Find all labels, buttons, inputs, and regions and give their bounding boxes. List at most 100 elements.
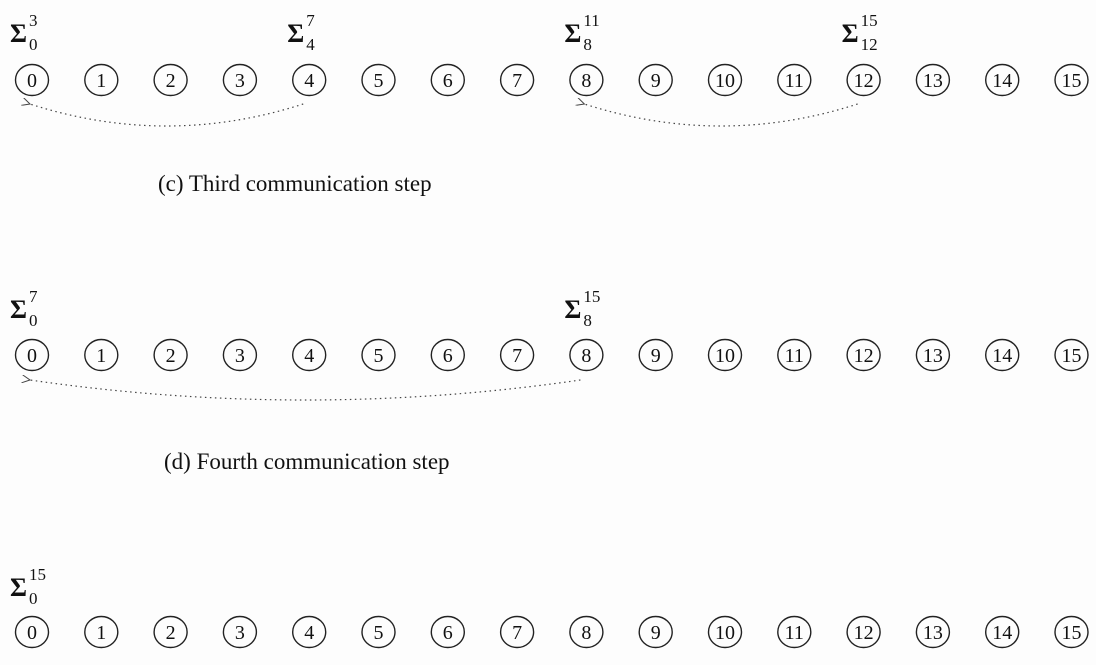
node-1: 1: [84, 63, 119, 97]
arrow-4-to-0: [30, 104, 304, 127]
node-label: 7: [512, 345, 522, 367]
node-circle: [1054, 338, 1089, 372]
node-circle: [499, 615, 535, 649]
node-label: 10: [715, 70, 735, 92]
node-label: 1: [96, 70, 106, 92]
node-label: 15: [1062, 70, 1082, 92]
node-5: 5: [361, 63, 396, 97]
sigma-upper-index: 15: [583, 287, 600, 306]
sigma-upper-index: 3: [29, 11, 38, 30]
node-3: 3: [222, 63, 258, 97]
node-4: 4: [292, 338, 327, 372]
node-6: 6: [430, 63, 465, 97]
sigma-upper-index: 15: [861, 11, 878, 30]
node-label: 0: [27, 622, 37, 644]
node-label: 11: [785, 622, 804, 644]
node-circle: [985, 615, 1020, 649]
node-circle: [846, 338, 881, 372]
node-label: 9: [651, 345, 661, 367]
node-3: 3: [222, 615, 258, 649]
node-circle: [846, 63, 881, 97]
node-7: 7: [499, 63, 535, 97]
node-8: 8: [569, 338, 604, 372]
node-circle: [153, 338, 188, 372]
node-label: 6: [443, 70, 453, 92]
sigma-symbol: Σ: [10, 295, 27, 324]
node-label: 7: [512, 622, 522, 644]
node-1: 1: [84, 615, 119, 649]
node-label: 3: [235, 70, 245, 92]
node-label: 4: [304, 622, 314, 644]
node-10: 10: [707, 338, 743, 372]
node-label: 14: [992, 70, 1012, 92]
node-circle: [222, 338, 258, 372]
node-circle: [638, 615, 673, 649]
node-7: 7: [499, 338, 535, 372]
node-15: 15: [1054, 63, 1089, 97]
node-circle: [361, 63, 396, 97]
node-circle: [707, 63, 743, 97]
node-circle: [361, 615, 396, 649]
sigma-symbol: Σ: [564, 19, 581, 48]
sigma-lower-index: 0: [29, 589, 38, 608]
node-9: 9: [638, 615, 673, 649]
node-1: 1: [84, 338, 119, 372]
node-circle: [292, 338, 327, 372]
node-5: 5: [361, 615, 396, 649]
node-circle: [14, 615, 50, 649]
node-label: 13: [923, 70, 943, 92]
node-6: 6: [430, 338, 465, 372]
node-label: 12: [854, 622, 874, 644]
step-caption: (d) Fourth communication step: [164, 449, 450, 474]
node-circle: [777, 615, 812, 649]
node-circle: [777, 63, 812, 97]
node-11: 11: [777, 338, 812, 372]
node-2: 2: [153, 338, 188, 372]
sigma-lower-index: 8: [583, 35, 592, 54]
sigma-symbol: Σ: [564, 295, 581, 324]
node-13: 13: [915, 615, 951, 649]
node-label: 2: [166, 622, 176, 644]
node-circle: [153, 615, 188, 649]
node-label: 11: [785, 70, 804, 92]
node-14: 14: [985, 63, 1020, 97]
node-circle: [292, 63, 327, 97]
node-circle: [361, 338, 396, 372]
node-circle: [1054, 63, 1089, 97]
node-circle: [707, 338, 743, 372]
node-circle: [222, 615, 258, 649]
node-label: 12: [854, 345, 874, 367]
node-label: 3: [235, 345, 245, 367]
node-3: 3: [222, 338, 258, 372]
node-0: 0: [14, 63, 50, 97]
node-circle: [1054, 615, 1089, 649]
node-label: 0: [27, 345, 37, 367]
node-4: 4: [292, 63, 327, 97]
node-circle: [153, 63, 188, 97]
node-label: 8: [581, 345, 591, 367]
node-11: 11: [777, 615, 812, 649]
node-circle: [777, 338, 812, 372]
node-circle: [569, 63, 604, 97]
sigma-symbol: Σ: [10, 19, 27, 48]
node-circle: [499, 63, 535, 97]
node-circle: [638, 63, 673, 97]
node-label: 14: [992, 622, 1012, 644]
node-7: 7: [499, 615, 535, 649]
node-8: 8: [569, 615, 604, 649]
sigma-lower-index: 4: [306, 35, 315, 54]
node-10: 10: [707, 63, 743, 97]
node-label: 1: [96, 622, 106, 644]
node-circle: [14, 338, 50, 372]
node-label: 8: [581, 622, 591, 644]
node-circle: [915, 338, 951, 372]
node-circle: [846, 615, 881, 649]
node-circle: [915, 615, 951, 649]
